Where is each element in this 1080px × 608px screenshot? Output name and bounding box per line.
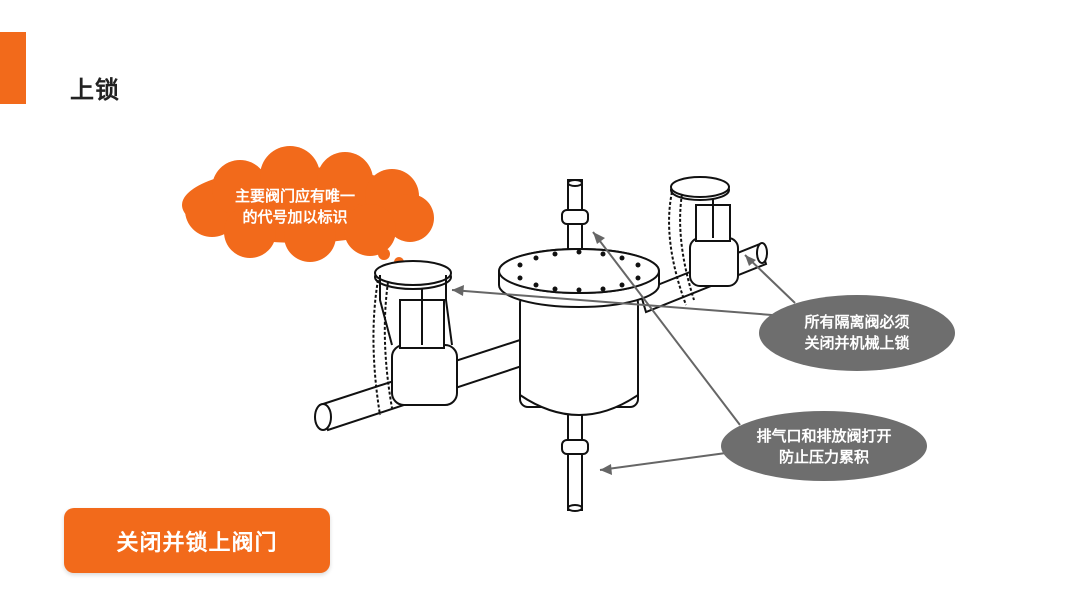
accent-bar (0, 32, 26, 104)
pipe-system-drawing (314, 176, 768, 512)
gate-valve-right (670, 176, 739, 287)
page-title: 上锁 (70, 76, 120, 104)
strainer-vessel (498, 248, 660, 416)
callout-isolation-bubble (759, 295, 955, 371)
close-and-lock-valve-label: 关闭并锁上阀门 (116, 530, 278, 556)
gate-valve-left (374, 260, 458, 406)
orange-thought-cloud (182, 146, 434, 272)
cloud-note-text: 主要阀门应有唯一 的代号加以标识 (234, 187, 355, 226)
pointer-arrows (451, 231, 796, 475)
callout-vent-text: 排气口和排放阀打开 防止压力累积 (756, 427, 892, 466)
callout-vent-bubble (721, 411, 927, 481)
close-and-lock-valve-button[interactable]: 关闭并锁上阀门 (64, 508, 330, 573)
vertical-pipe-bottom (561, 404, 589, 512)
callout-isolation-text: 所有隔离阀必须 关闭并机械上锁 (804, 313, 910, 352)
lock-chains (372, 191, 695, 416)
